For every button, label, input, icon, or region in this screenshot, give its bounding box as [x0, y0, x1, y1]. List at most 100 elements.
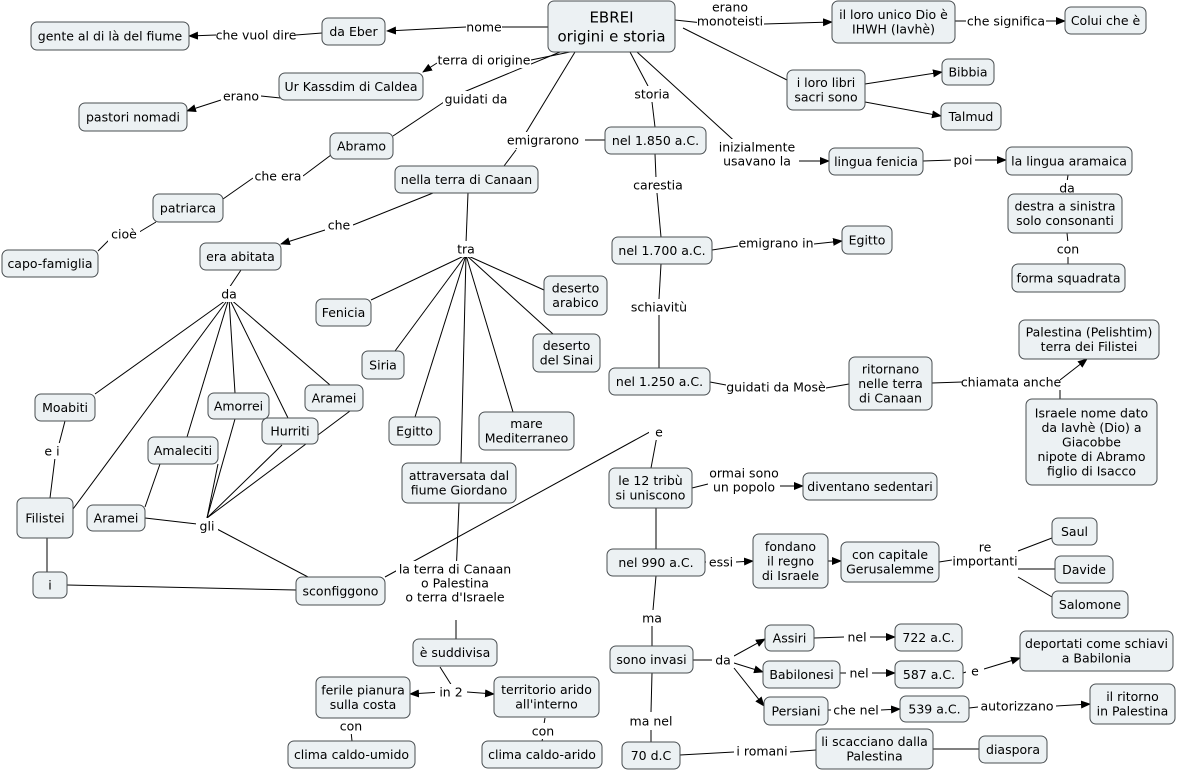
- connector: [658, 263, 662, 300]
- concept-line: Fenicia: [322, 305, 366, 320]
- concept-hurriti[interactable]: Hurriti: [261, 417, 319, 445]
- concept-a587[interactable]: 587 a.C.: [894, 660, 964, 689]
- concept-box: [16, 497, 74, 539]
- concept-line: figlio di Isacco: [1047, 463, 1136, 478]
- link-label-line: ma: [642, 610, 662, 625]
- concept-filistei[interactable]: Filistei: [16, 497, 74, 539]
- concept-line: Talmud: [948, 109, 994, 124]
- concept-assiri[interactable]: Assiri: [764, 624, 815, 652]
- concept-canaan[interactable]: nella terra di Canaan: [394, 165, 539, 194]
- concept-a1700[interactable]: nel 1.700 a.C.: [611, 236, 713, 265]
- concept-a70[interactable]: 70 d.C: [621, 741, 681, 770]
- concept-salomone[interactable]: Salomone: [1051, 590, 1129, 619]
- concept-fenicia-lingua[interactable]: lingua fenicia: [828, 147, 924, 176]
- concept-egitto-tra[interactable]: Egitto: [388, 416, 441, 446]
- concept-box: [1019, 630, 1174, 672]
- concept-pastori[interactable]: pastori nomadi: [78, 102, 188, 132]
- concept-talmud[interactable]: Talmud: [940, 102, 1002, 131]
- connector: [186, 99, 222, 113]
- connector: [709, 381, 727, 386]
- concept-aramei2[interactable]: Aramei: [86, 504, 146, 532]
- link-label-che-era: che era: [253, 168, 303, 184]
- concept-text: sconfiggono: [303, 583, 379, 598]
- concept-line: sacri sono: [794, 90, 857, 105]
- concept-box: [388, 416, 441, 446]
- concept-umido[interactable]: clima caldo-umido: [287, 740, 416, 769]
- concept-abitata[interactable]: era abitata: [199, 242, 282, 271]
- concept-line: di Canaan: [859, 390, 922, 405]
- concept-moabiti[interactable]: Moabiti: [34, 393, 96, 422]
- concept-caldo-arido[interactable]: clima caldo-arido: [481, 740, 603, 769]
- concept-fenicia[interactable]: Fenicia: [315, 298, 372, 327]
- concept-a1250[interactable]: nel 1.250 a.C.: [608, 367, 711, 396]
- concept-a539[interactable]: 539 a.C.: [899, 695, 970, 723]
- concept-i-node[interactable]: i: [32, 571, 68, 599]
- link-label-line: o terra d'Israele: [405, 589, 504, 604]
- concept-sconfiggono[interactable]: sconfiggono: [295, 576, 386, 606]
- concept-aramaica[interactable]: la lingua aramaica: [1005, 146, 1133, 176]
- concept-text: 539 a.C.: [908, 701, 960, 716]
- concept-palestina[interactable]: Palestina (Pelishtim)terra dei Filistei: [1018, 319, 1160, 360]
- link-label-text: guidati da: [445, 91, 508, 106]
- concept-line: in Palestina: [1097, 704, 1169, 719]
- concept-siria[interactable]: Siria: [361, 350, 405, 380]
- concept-sedentari[interactable]: diventano sedentari: [802, 472, 938, 501]
- connector: [968, 706, 979, 709]
- concept-aramei1[interactable]: Aramei: [304, 384, 364, 412]
- concept-davide[interactable]: Davide: [1054, 555, 1114, 584]
- concept-da-eber[interactable]: da Eber: [321, 17, 386, 46]
- concept-squadrata[interactable]: forma squadrata: [1011, 263, 1126, 293]
- concept-amaleciti[interactable]: Amaleciti: [147, 436, 219, 465]
- concept-babilonesi[interactable]: Babilonesi: [762, 660, 841, 689]
- concept-abramo[interactable]: Abramo: [329, 132, 394, 160]
- link-label-text: emigrarono: [507, 132, 579, 147]
- connector: [206, 418, 236, 519]
- concept-persiani[interactable]: Persiani: [763, 696, 829, 726]
- concept-gente[interactable]: gente al di là del fiume: [30, 21, 190, 51]
- concept-a990[interactable]: nel 990 a.C.: [606, 548, 706, 577]
- concept-line: di Israele: [762, 568, 820, 583]
- link-label-ma-nel: ma nel: [626, 713, 676, 729]
- concept-colui[interactable]: Colui che è: [1064, 6, 1147, 35]
- concept-a722[interactable]: 722 a.C.: [894, 623, 963, 652]
- concept-ur[interactable]: Ur Kassdim di Caldea: [278, 72, 424, 101]
- concept-amorrei[interactable]: Amorrei: [207, 392, 270, 420]
- concept-capo[interactable]: capo-famiglia: [1, 249, 99, 278]
- concept-a1850[interactable]: nel 1.850 a.C.: [604, 126, 707, 155]
- concept-saul[interactable]: Saul: [1051, 517, 1098, 546]
- concept-invasi[interactable]: sono invasi: [609, 645, 694, 674]
- link-label-emigrarono: emigrarono: [506, 132, 580, 148]
- concept-bibbia[interactable]: Bibbia: [941, 58, 995, 86]
- concept-box: [1005, 146, 1133, 176]
- concept-diaspora[interactable]: diaspora: [978, 735, 1048, 764]
- concept-line: il loro unico Dio è: [839, 7, 948, 22]
- concept-egitto2[interactable]: Egitto: [841, 225, 893, 255]
- concept-line: nipote di Abramo: [1037, 449, 1145, 464]
- concept-patriarca[interactable]: patriarca: [152, 193, 224, 223]
- connector: [864, 69, 943, 85]
- link-label-line: con: [532, 723, 554, 738]
- concept-suddivisa[interactable]: è suddivisa: [412, 638, 498, 667]
- concept-box: [831, 0, 956, 44]
- concept-box: [147, 436, 219, 465]
